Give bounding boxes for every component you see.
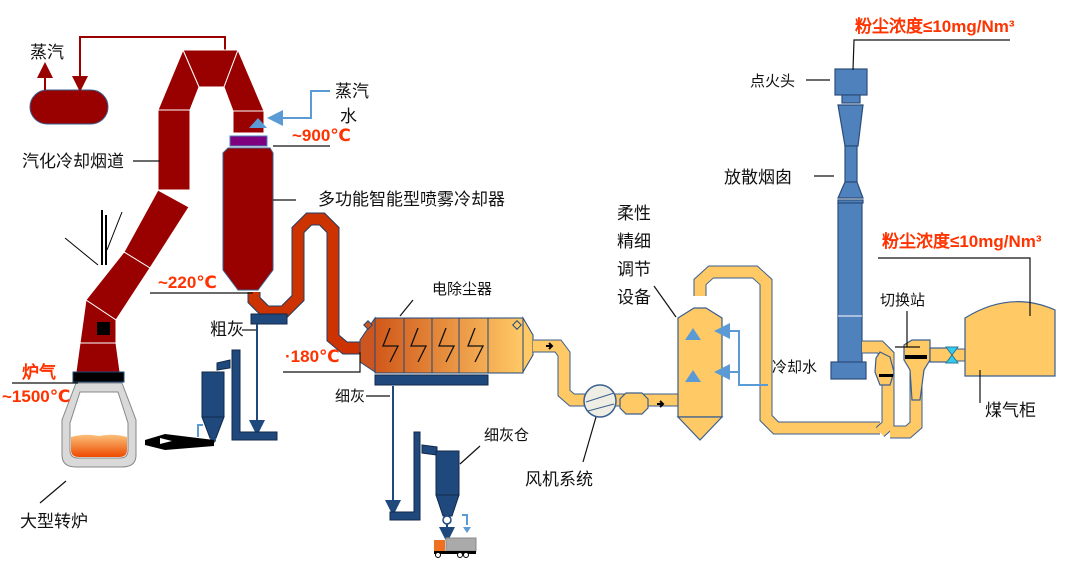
coarse-ash-label: 粗灰 <box>210 320 244 340</box>
fine-ash-label: 细灰 <box>335 387 365 405</box>
furnace-gas-label: 炉气 <box>22 362 56 382</box>
spray-cooler <box>222 118 274 291</box>
switch-station <box>874 339 953 401</box>
steam-drum <box>29 36 226 125</box>
ash-return-arrow-icon <box>145 434 214 450</box>
fine-adjust-label-3: 调节 <box>617 260 651 280</box>
fan[interactable] <box>583 384 617 418</box>
gas-holder-label: 煤气柜 <box>985 401 1036 421</box>
temp-1500-label: ~1500℃ <box>2 387 70 406</box>
fan-system-label: 风机系统 <box>525 470 593 490</box>
stack-label: 放散烟囱 <box>724 168 792 188</box>
fine-ash-system <box>385 386 471 543</box>
flow-arrow-icon <box>657 400 665 408</box>
fine-ash-bin-label: 细灰仓 <box>484 426 529 444</box>
flow-arrow-icon <box>546 342 554 350</box>
flare-stack <box>830 68 868 380</box>
temp-900-label: ~900℃ <box>292 126 351 145</box>
electrostatic-precipitator <box>359 316 534 386</box>
fine-adjust-label-2: 精细 <box>617 232 651 252</box>
spray-nozzle-icon <box>249 118 267 128</box>
spray-cooler-label: 多功能智能型喷雾冷却器 <box>318 190 505 210</box>
water-label: 水 <box>340 107 357 127</box>
dust-holder-label: 粉尘浓度≤10mg/Nm³ <box>882 231 1042 251</box>
bypass-duct <box>694 266 880 434</box>
steam-label-top-left: 蒸汽 <box>30 43 64 63</box>
observation-window-icon <box>97 322 110 335</box>
gas-holder <box>964 301 1056 377</box>
valve-icon[interactable] <box>945 346 959 364</box>
cooling-flue-duct <box>64 48 265 383</box>
steam-label-right: 蒸汽 <box>335 82 369 102</box>
converter-vessel <box>61 382 137 468</box>
converter-label: 大型转炉 <box>20 512 88 532</box>
esp-label: 电除尘器 <box>432 280 492 298</box>
fine-adjust-tower <box>676 307 724 441</box>
dust-stack-label: 粉尘浓度≤10mg/Nm³ <box>855 16 1015 36</box>
cooling-water-label: 冷却水 <box>772 358 817 376</box>
silencer <box>619 392 649 415</box>
fine-adjust-label-4: 设备 <box>617 288 651 308</box>
truck-icon <box>434 537 477 558</box>
switch-station-label: 切换站 <box>880 291 925 309</box>
coarse-ash-system <box>145 313 288 450</box>
temp-220-label: ~220℃ <box>158 273 217 292</box>
temp-180-label: ·180℃ <box>285 347 340 366</box>
igniter-label: 点火头 <box>750 72 795 90</box>
flue-duct-label: 汽化冷却烟道 <box>22 152 124 172</box>
fine-adjust-label-1: 柔性 <box>617 204 651 224</box>
